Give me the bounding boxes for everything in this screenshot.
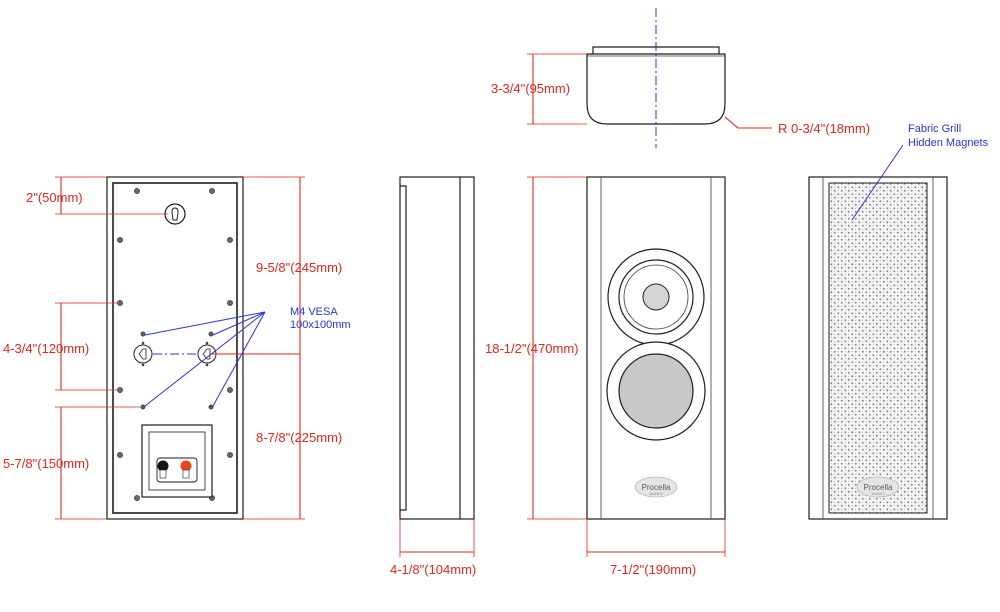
side-body: [399, 176, 475, 520]
front-view: Procella AUDIO 18-1/2"(470mm) 7-1/2"(190…: [485, 176, 726, 577]
top-view-lip: [592, 46, 720, 54]
bracket-mount-left: [133, 341, 153, 367]
side-back-plate: [400, 185, 407, 511]
grill-cabinet: [808, 176, 948, 520]
bracket-mount-right: [197, 341, 217, 367]
speaker-terminals: [157, 460, 192, 479]
top-view-body: [586, 53, 726, 125]
vesa-spacing-dimension: 4-3/4"(120mm): [3, 341, 89, 356]
corner-radius-dimension: R 0-3/4"(18mm): [778, 121, 870, 136]
top-depth-dimension: 3-3/4"(95mm): [491, 81, 570, 96]
front-logo-text: Procella: [642, 483, 671, 492]
mount-offset-dimension: 2"(50mm): [26, 190, 83, 205]
grill-logo: Procella AUDIO: [856, 476, 900, 498]
back-right-dimensions: [211, 176, 305, 520]
grill-note-line1: Fabric Grill: [908, 123, 961, 135]
grill-note-line2: Hidden Magnets: [908, 137, 989, 149]
depth-dimension: 4-1/8"(104mm): [390, 562, 476, 577]
vesa-holes: [140, 331, 214, 410]
top-view: 3-3/4"(95mm) R 0-3/4"(18mm): [491, 8, 870, 148]
tweeter: [607, 248, 705, 346]
fabric-grill: [828, 182, 928, 514]
back-left-dimensions: [55, 176, 168, 520]
grill-view: Procella AUDIO Fabric Grill Hidden Magne…: [808, 123, 989, 520]
woofer: [606, 341, 706, 441]
back-panel-inner: [112, 182, 238, 514]
vesa-leaders: [144, 311, 266, 407]
terminal-cup: [141, 424, 213, 498]
radius-leader: [724, 116, 772, 129]
vesa-note-line2: 100x100mm: [290, 319, 351, 331]
width-dimension: 7-1/2"(190mm): [610, 562, 696, 577]
vesa-note-line1: M4 VESA: [290, 306, 338, 318]
height-dimension: 18-1/2"(470mm): [485, 341, 578, 356]
upper-span-dimension: 9-5/8"(245mm): [256, 260, 342, 275]
lower-span-dimension: 8-7/8"(225mm): [256, 430, 342, 445]
side-view: 4-1/8"(104mm): [390, 176, 476, 577]
grill-leader: [851, 144, 904, 221]
back-view: 2"(50mm) 4-3/4"(120mm) 5-7/8"(150mm) 9-5…: [3, 176, 351, 520]
bottom-offset-dimension: 5-7/8"(150mm): [3, 456, 89, 471]
front-logo-tagline: AUDIO: [650, 491, 663, 496]
front-logo: Procella AUDIO: [634, 476, 678, 498]
back-panel-outer: [106, 176, 244, 520]
grill-logo-text: Procella: [864, 483, 893, 492]
grill-logo-tagline: AUDIO: [872, 491, 885, 496]
front-cabinet: [586, 176, 726, 520]
